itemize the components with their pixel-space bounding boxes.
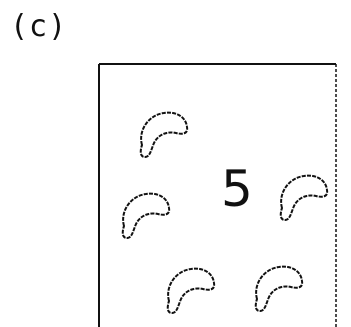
blob-shape-5 (256, 267, 302, 311)
count-label: 5 (221, 160, 253, 218)
blob-shape-3 (281, 176, 327, 220)
blob-shape-4 (168, 269, 214, 313)
blob-shape-1 (141, 113, 187, 157)
blob-shape-2 (123, 194, 169, 238)
